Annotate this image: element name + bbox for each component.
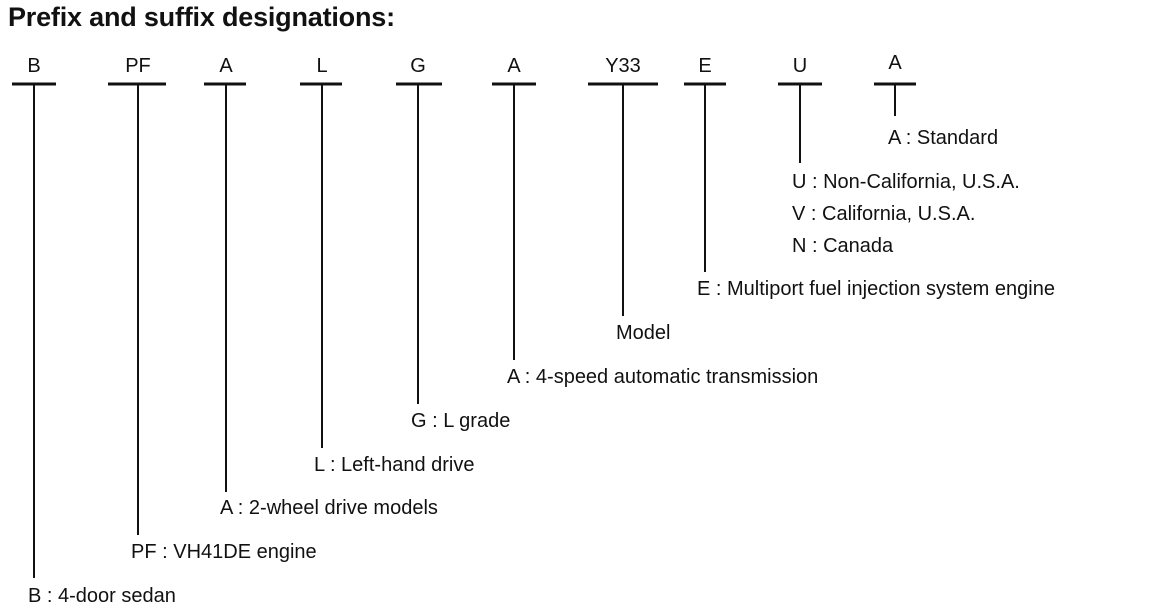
diagram-title: Prefix and suffix designations: <box>8 2 395 32</box>
code-a2: A <box>507 55 521 77</box>
desc-a2: A : 4-speed automatic transmission <box>507 366 819 388</box>
code-g: G <box>410 55 426 77</box>
desc-y33: Model <box>616 322 671 344</box>
desc-v: V : California, U.S.A. <box>792 203 976 225</box>
desc-u: U : Non-California, U.S.A. <box>792 171 1020 193</box>
desc-l: L : Left-hand drive <box>314 454 475 476</box>
code-a1: A <box>219 55 233 77</box>
desc-pf: PF : VH41DE engine <box>131 541 317 563</box>
code-e: E <box>698 55 712 77</box>
desc-n: N : Canada <box>792 235 894 257</box>
code-b: B <box>27 55 41 77</box>
desc-g: G : L grade <box>411 410 511 432</box>
desc-e: E : Multiport fuel injection system engi… <box>697 278 1055 300</box>
code-l: L <box>316 55 328 77</box>
desc-a3: A : Standard <box>888 127 999 149</box>
desc-a1: A : 2-wheel drive models <box>220 497 438 519</box>
desc-b: B : 4-door sedan <box>28 585 176 607</box>
code-a3: A <box>888 52 902 74</box>
code-u: U <box>792 55 808 77</box>
code-y33: Y33 <box>605 55 641 77</box>
code-pf: PF <box>125 55 151 77</box>
